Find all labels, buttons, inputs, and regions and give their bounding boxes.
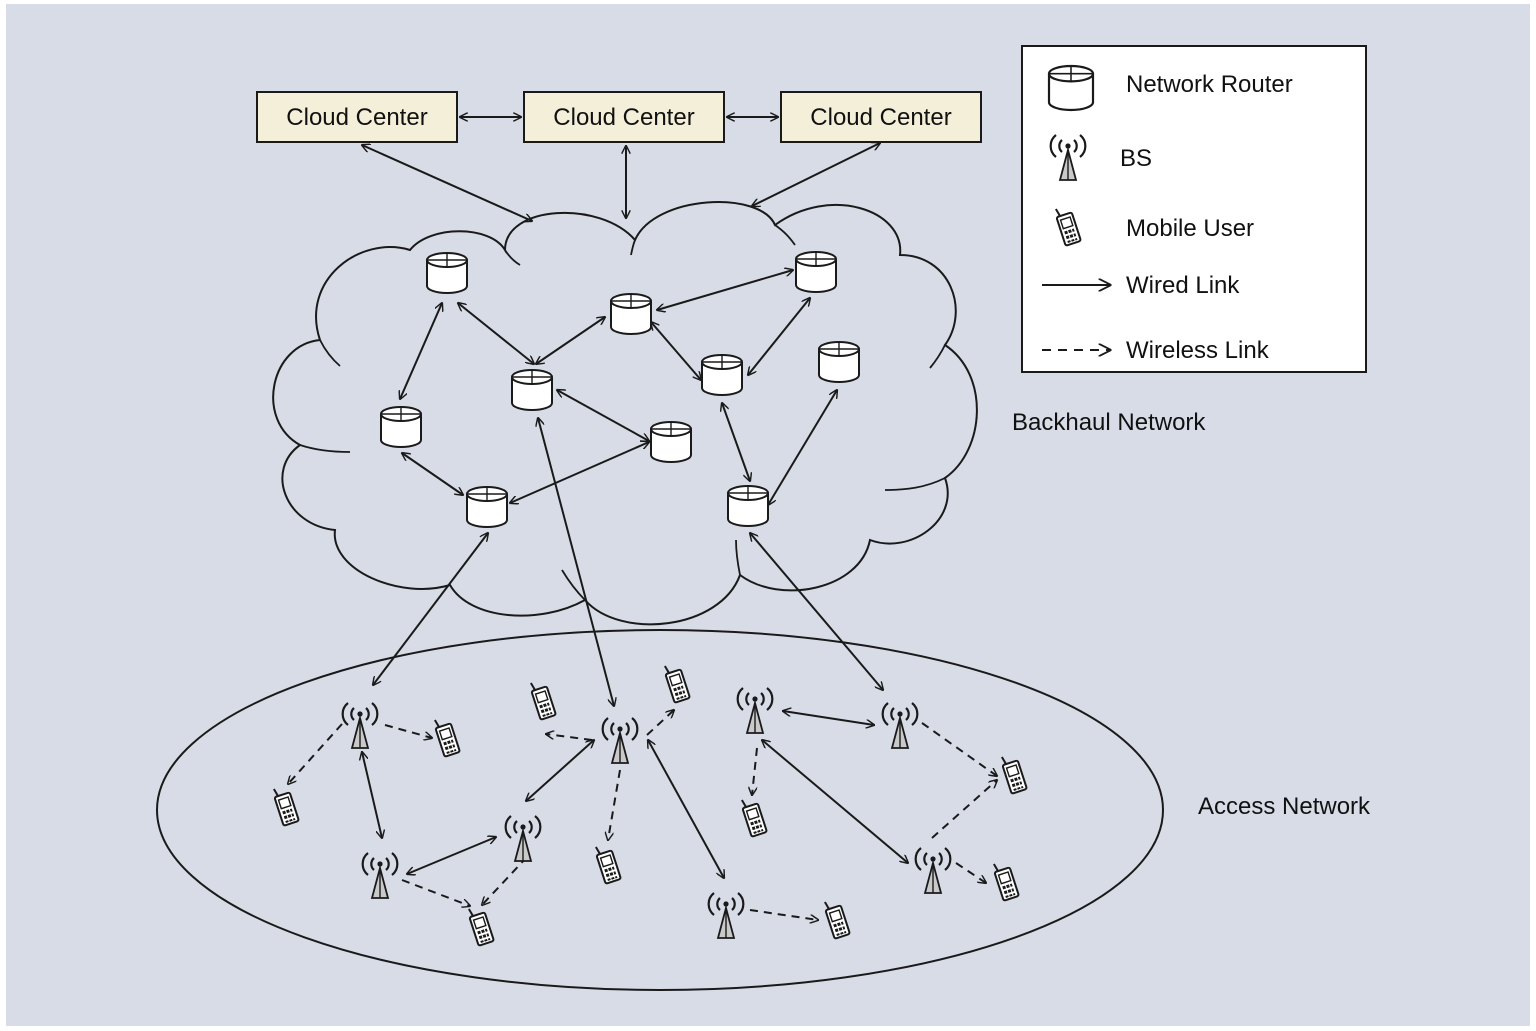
cloud-center-box-2: Cloud Center <box>523 91 725 143</box>
wired-link-r1-r5 <box>400 303 442 399</box>
access-network-label: Access Network <box>1198 793 1371 820</box>
cloud-center-label-3: Cloud Center <box>810 104 951 131</box>
wired-link-cc3-cloud <box>752 143 880 206</box>
wired-link-bs2-bs3 <box>407 837 496 874</box>
wireless-link-bs3-mu3 <box>482 856 528 905</box>
wired-link-bs3-bs4 <box>526 740 594 801</box>
legend: Network Router BS Mobile User Wired Link… <box>1021 45 1367 373</box>
cloud-center-box-3: Cloud Center <box>780 91 982 143</box>
network-router-icon <box>650 421 692 463</box>
wireless-link-bs6-mu8 <box>921 722 997 776</box>
wired-links <box>362 117 908 878</box>
wired-link-r2-r6 <box>651 322 701 380</box>
wired-link-r2-r4 <box>536 317 605 364</box>
wired-link-r1-r4 <box>458 303 534 364</box>
cloud-center-box-1: Cloud Center <box>256 91 458 143</box>
network-router-icon <box>727 485 769 527</box>
network-router-icon <box>818 341 860 383</box>
wired-link-r7-r10 <box>768 390 837 505</box>
legend-bs-label: BS <box>1120 145 1152 172</box>
network-router-icon <box>795 251 837 293</box>
network-router-icon <box>1047 64 1095 112</box>
network-router-icon <box>610 293 652 335</box>
legend-wired-label: Wired Link <box>1126 272 1240 299</box>
wireless-links <box>288 710 997 920</box>
wireless-link-bs8-mu9 <box>955 862 986 883</box>
wired-link-bs5-bs8 <box>762 740 908 863</box>
wired-link-r6-r10 <box>722 403 750 481</box>
wired-link-r9-bs1 <box>373 533 488 685</box>
wired-link-r4-r8 <box>557 390 649 441</box>
wireless-link-bs8-mu8 <box>931 780 997 839</box>
wired-link-r2-r3 <box>657 270 793 310</box>
network-router-icon <box>380 406 422 448</box>
cloud-center-label-1: Cloud Center <box>286 104 427 131</box>
network-router-icon <box>466 486 508 528</box>
wired-link-bs1-bs2 <box>362 752 382 838</box>
cloud-center-label-2: Cloud Center <box>553 104 694 131</box>
network-router-icon <box>701 354 743 396</box>
legend-mobile-label: Mobile User <box>1126 215 1254 242</box>
wired-link-cc1-cloud <box>362 145 532 221</box>
network-router-icon <box>426 252 468 294</box>
wired-link-r5-r9 <box>402 453 463 495</box>
backhaul-network-label: Backhaul Network <box>1012 409 1206 436</box>
cloud-center-boxes: Cloud Center Cloud Center Cloud Center <box>256 91 982 143</box>
legend-wireless-label: Wireless Link <box>1126 337 1270 364</box>
wireless-link-bs4-mu6 <box>608 769 621 840</box>
wireless-link-bs7-mu10 <box>749 909 818 920</box>
wireless-link-bs4-mu5 <box>646 710 674 736</box>
wired-link-r4-bs4 <box>538 418 614 706</box>
wireless-link-bs2-mu3 <box>401 879 470 906</box>
network-router-icon <box>511 369 553 411</box>
wireless-link-bs4-mu4 <box>546 734 593 741</box>
wired-link-r10-bs6 <box>750 533 883 690</box>
wired-link-bs4-bs7 <box>648 740 724 878</box>
access-network-ellipse <box>156 629 1164 991</box>
legend-router-label: Network Router <box>1126 71 1293 98</box>
wired-link-r3-r6 <box>748 298 810 375</box>
wireless-link-bs5-mu7 <box>752 747 758 795</box>
wired-link-bs5-bs6 <box>783 711 874 725</box>
